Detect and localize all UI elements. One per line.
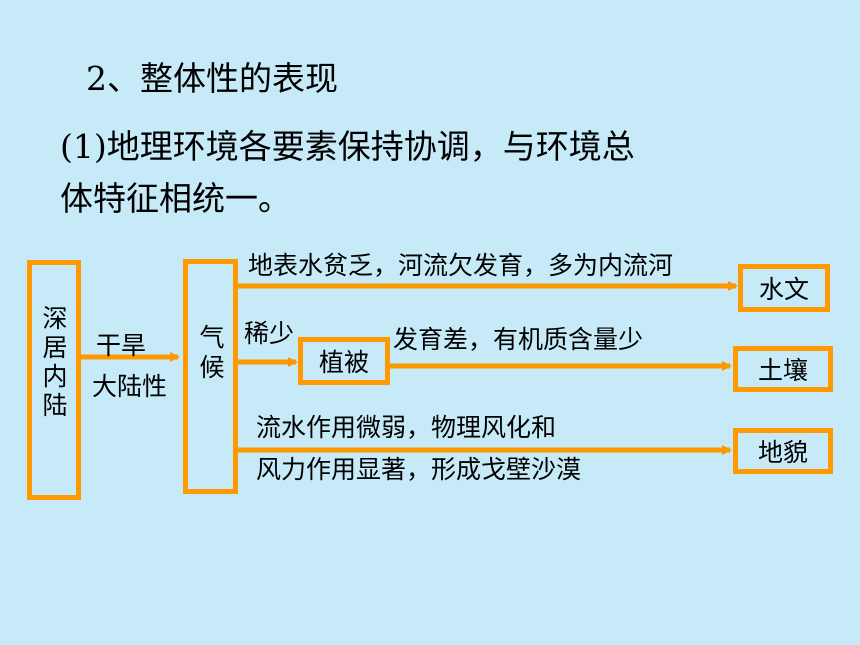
source-char-1: 深: [42, 304, 68, 333]
climate-char-1: 气: [199, 323, 225, 352]
paragraph-line-2: 体特征相统一。: [60, 179, 291, 218]
source-box: [27, 260, 81, 500]
source-char-4: 陆: [42, 391, 68, 420]
slide-heading: 2、整体性的表现: [86, 59, 338, 98]
hydrology-description: 地表水贫乏，河流欠发育，多为内流河: [248, 251, 674, 280]
edge-label-arid: 干旱: [96, 331, 147, 360]
vegetation-box: 植被: [298, 337, 390, 385]
vegetation-label: 植被: [318, 348, 369, 377]
source-char-2: 居: [42, 333, 68, 362]
vegetation-sparse-label: 稀少: [244, 319, 295, 348]
landform-description-1: 流水作用微弱，物理风化和: [256, 413, 557, 442]
soil-description: 发育差，有机质含量少: [393, 325, 644, 354]
landform-description-2: 风力作用显著，形成戈壁沙漠: [256, 455, 582, 484]
soil-label: 土壤: [757, 356, 808, 385]
climate-box: [183, 259, 238, 494]
soil-box: 土壤: [733, 346, 833, 392]
landform-label: 地貌: [757, 438, 808, 467]
climate-char-2: 候: [199, 353, 225, 382]
edge-label-continental: 大陆性: [92, 372, 168, 401]
hydrology-box: 水文: [738, 264, 830, 312]
source-char-3: 内: [42, 362, 68, 391]
hydrology-label: 水文: [758, 275, 809, 304]
landform-box: 地貌: [733, 428, 833, 474]
paragraph-line-1: (1)地理环境各要素保持协调，与环境总: [60, 127, 635, 166]
